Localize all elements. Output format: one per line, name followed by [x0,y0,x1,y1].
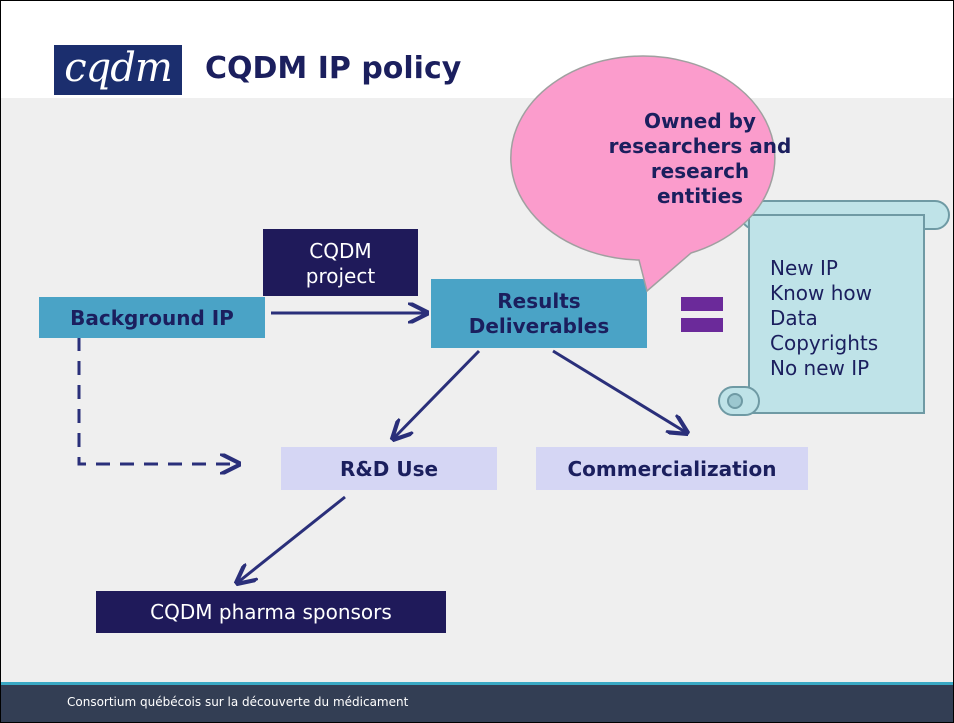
equals-bar-top [681,297,723,311]
results-line1: Results [497,288,581,313]
bubble-line1: Owned by [644,109,756,133]
bubble-line3: research [650,159,750,183]
dashed-arrow-background-to-rd [77,337,239,464]
equals-bar-bottom [681,318,723,332]
scroll-item-know-how: Know how [770,281,873,305]
footer-bar: Consortium québécois sur la découverte d… [1,682,953,722]
scroll-item-data: Data [770,306,818,330]
bubble-line4: entities [656,184,744,208]
scroll-item-copyrights: Copyrights [770,331,879,355]
arrow-rd-to-pharma [237,495,346,583]
arrow-results-to-commercialization [552,349,687,433]
scroll-item-no-new-ip: No new IP [770,356,870,380]
pharma-sponsors-box: CQDM pharma sponsors [96,591,446,633]
results-deliverables-box: Results Deliverables [431,279,647,348]
background-ip-box: Background IP [39,297,265,338]
commercialization-label: Commercialization [567,456,777,481]
bubble-text: Owned by researchers and research entiti… [580,109,820,209]
scroll-item-new-ip: New IP [770,256,838,280]
cqdm-project-line1: CQDM [309,238,372,263]
slide-title: CQDM IP policy [205,51,462,86]
rd-use-box: R&D Use [281,447,497,490]
results-line2: Deliverables [468,313,610,338]
cqdm-project-line2: project [305,263,376,288]
rd-use-label: R&D Use [339,456,439,481]
pharma-sponsors-label: CQDM pharma sponsors [150,600,392,624]
bubble-line2: researchers and [608,134,792,158]
cqdm-logo: cqdm [54,45,182,95]
scroll-list: New IP Know how Data Copyrights No new I… [770,256,878,381]
background-ip-label: Background IP [70,305,234,330]
commercialization-box: Commercialization [536,447,808,490]
arrow-results-to-rd [393,349,481,439]
cqdm-project-box: CQDM project [263,229,418,296]
footer-text: Consortium québécois sur la découverte d… [67,695,409,709]
